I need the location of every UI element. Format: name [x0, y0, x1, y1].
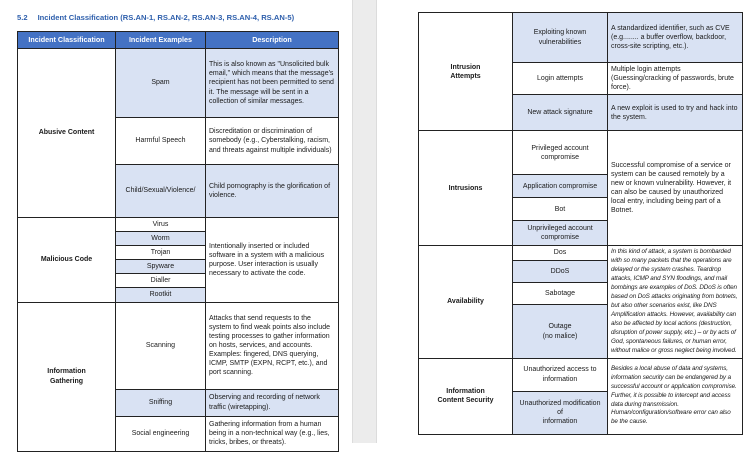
example-cell: Rootkit	[115, 287, 206, 303]
section-title: Incident Classification (RS.AN-1, RS.AN-…	[37, 13, 295, 22]
table-row: Child/Sexual/Violence/ Child pornography…	[18, 164, 339, 218]
table-row: New attack signature A new exploit is us…	[419, 94, 743, 132]
example-cell: Login attempts	[512, 61, 608, 96]
example-cell: Exploiting known vulnerabilities	[512, 12, 608, 63]
example-cell: Dos	[512, 245, 608, 261]
description-cell: Observing and recording of network traff…	[205, 388, 339, 417]
description-cell: In this kind of attack, a system is bomb…	[607, 245, 743, 359]
table-row: Intrusions Privileged account compromise…	[418, 130, 743, 247]
example-cell: Privileged account compromise	[512, 130, 608, 176]
example-cell: New attack signature	[512, 94, 608, 132]
description-cell: A standardized identifier, such as CVE (…	[607, 12, 743, 63]
table-row: Information Gathering Scanning Attacks t…	[17, 301, 339, 452]
example-cell: Sabotage	[512, 282, 608, 306]
example-cell: Outage (no malice)	[512, 304, 608, 359]
example-cell: Spam	[115, 48, 206, 118]
example-cell: Scanning	[115, 301, 206, 390]
example-cell: Virus	[115, 216, 206, 233]
category-cell: Malicious Code	[17, 217, 116, 303]
table-row: Worm	[18, 231, 339, 247]
category-cell: Availability	[418, 245, 513, 359]
description-cell: Besides a local abuse of data and system…	[607, 357, 743, 435]
example-cell: Sniffing	[115, 388, 206, 417]
incident-classification-table-page1: Incident Classification Incident Example…	[17, 31, 339, 452]
example-cell: Harmful Speech	[115, 117, 206, 165]
description-cell: A new exploit is used to try and hack in…	[607, 94, 743, 132]
example-cell: Child/Sexual/Violence/	[115, 164, 206, 218]
description-cell: Discreditation or discrimination of some…	[205, 117, 339, 165]
table-row: Bot	[419, 197, 743, 222]
table-row: Unprivileged account compromise	[419, 220, 743, 247]
description-cell: Successful compromise of a service or sy…	[607, 130, 743, 247]
example-cell: DDoS	[512, 259, 608, 284]
example-cell: Unprivileged account compromise	[512, 220, 608, 247]
description-cell: Child pornography is the glorification o…	[205, 164, 339, 218]
table-row: Outage (no malice)	[419, 304, 743, 359]
table-row: Spyware	[18, 259, 339, 275]
table-row: Sniffing Observing and recording of netw…	[18, 388, 339, 417]
description-cell: This is also known as "Unsolicited bulk …	[205, 48, 339, 118]
section-number: 5.2	[17, 13, 28, 22]
example-cell: Social engineering	[115, 415, 206, 452]
table-row: Harmful Speech Discreditation or discrim…	[18, 117, 339, 165]
category-cell: Intrusion Attempts	[418, 11, 513, 132]
description-cell: Intentionally inserted or included softw…	[205, 217, 339, 303]
table-row: Malicious Code Virus Intentionally inser…	[17, 216, 339, 303]
example-cell: Trojan	[115, 245, 206, 261]
header-description: Description	[205, 31, 339, 49]
example-cell: Dialler	[115, 273, 206, 289]
category-cell: Abusive Content	[17, 48, 116, 218]
category-cell: Intrusions	[418, 130, 513, 247]
example-cell: Worm	[115, 231, 206, 247]
description-cell: Attacks that send requests to the system…	[205, 301, 339, 390]
header-incident-classification: Incident Classification	[17, 31, 116, 49]
section-heading: 5.2 Incident Classification (RS.AN-1, RS.…	[17, 13, 357, 22]
example-cell: Bot	[512, 197, 608, 222]
example-cell: Spyware	[115, 259, 206, 275]
table-row: Unauthorized modification of information	[419, 390, 743, 435]
category-cell: Information Content Security	[418, 357, 513, 435]
table-row: Intrusion Attempts Exploiting known vuln…	[418, 11, 743, 132]
incident-classification-table-page2: Intrusion Attempts Exploiting known vuln…	[418, 11, 743, 435]
table-row: Login attempts Multiple login attempts (…	[419, 61, 743, 96]
table-row: Information Content Security Unauthorize…	[418, 357, 743, 435]
table-row: Availability Dos In this kind of attack,…	[418, 245, 743, 359]
table-header-row: Incident Classification Incident Example…	[17, 31, 339, 49]
description-cell: Gathering information from a human being…	[205, 415, 339, 452]
category-cell: Information Gathering	[17, 301, 116, 452]
page-gap-divider	[352, 0, 377, 443]
table-row: Sabotage	[419, 282, 743, 306]
header-incident-examples: Incident Examples	[115, 31, 206, 49]
example-cell: Unauthorized modification of information	[512, 390, 608, 435]
description-cell: Multiple login attempts (Guessing/cracki…	[607, 61, 743, 96]
table-row: Abusive Content Spam This is also known …	[17, 48, 339, 218]
table-row: Rootkit	[18, 287, 339, 303]
example-cell: Unauthorized access to information	[512, 357, 608, 392]
example-cell: Application compromise	[512, 174, 608, 199]
